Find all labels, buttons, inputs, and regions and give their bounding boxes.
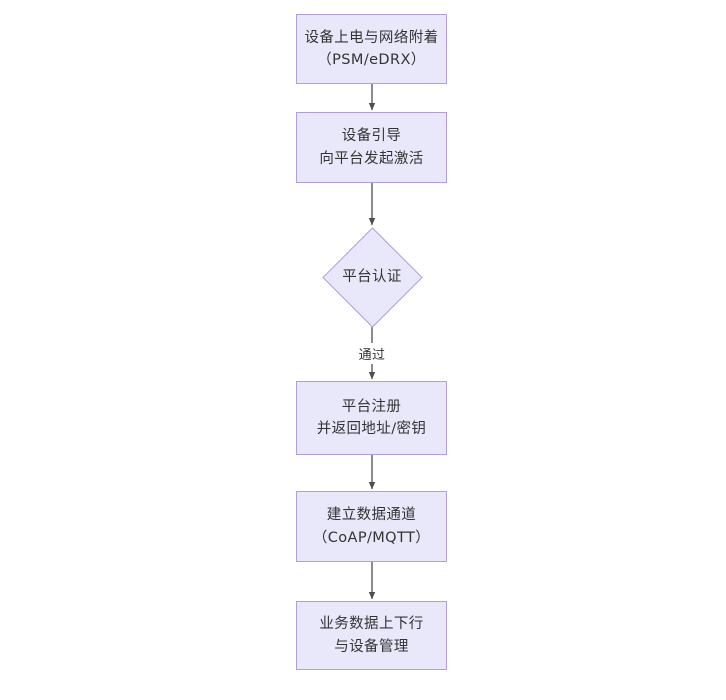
- node-label-line: 业务数据上下行: [319, 616, 424, 633]
- node-label-line: 与设备管理: [334, 638, 409, 655]
- node-label-line: 平台认证: [342, 268, 402, 285]
- node-device-power-on[interactable]: 设备上电与网络附着 （PSM/eDRX）: [296, 14, 447, 84]
- node-business-data[interactable]: 业务数据上下行 与设备管理: [296, 601, 447, 670]
- node-label-line: 设备上电与网络附着: [304, 29, 439, 46]
- edge-label-pass: 通过: [355, 343, 389, 364]
- node-label-line: （CoAP/MQTT）: [312, 529, 431, 546]
- node-label-line: 向平台发起激活: [319, 150, 424, 167]
- node-label-line: 并返回地址/密钥: [316, 421, 427, 437]
- node-label-line: 平台注册: [341, 398, 402, 415]
- node-label-line: 设备引导: [341, 128, 402, 145]
- node-label-line: 建立数据通道: [326, 507, 417, 524]
- node-device-bootstrap[interactable]: 设备引导 向平台发起激活: [296, 112, 447, 183]
- node-platform-authentication[interactable]: 平台认证: [321, 226, 423, 328]
- node-platform-register[interactable]: 平台注册 并返回地址/密钥: [296, 381, 447, 455]
- node-data-channel[interactable]: 建立数据通道 （CoAP/MQTT）: [296, 491, 447, 562]
- node-label-line: （PSM/eDRX）: [317, 52, 426, 68]
